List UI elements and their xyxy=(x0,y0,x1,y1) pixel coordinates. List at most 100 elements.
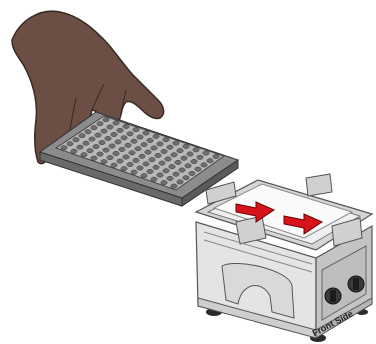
plate-well xyxy=(83,141,89,145)
plate-well xyxy=(183,176,189,180)
plate-well xyxy=(91,156,97,160)
plate-well xyxy=(195,167,201,171)
plate-well xyxy=(115,140,121,144)
plate-well xyxy=(133,158,139,162)
plate-well xyxy=(123,124,129,128)
plate-well xyxy=(173,172,179,176)
plate-well xyxy=(137,135,143,139)
plate-well xyxy=(201,163,207,167)
plate-well xyxy=(97,152,103,156)
plate-well xyxy=(111,132,117,136)
plate-well xyxy=(107,155,113,159)
plate-well xyxy=(191,159,197,163)
plate-well xyxy=(143,162,149,166)
plate-well xyxy=(105,136,111,140)
plate-well xyxy=(147,138,153,142)
plate-well xyxy=(81,153,87,157)
knob-icon[interactable] xyxy=(325,288,341,304)
plate-well xyxy=(73,138,79,142)
plate-well xyxy=(159,161,165,165)
plate-well xyxy=(207,159,213,163)
plate-well xyxy=(151,177,157,181)
plate-well xyxy=(109,144,115,148)
plate-well xyxy=(107,125,113,129)
plate-well xyxy=(137,166,143,170)
plate-well xyxy=(171,184,177,188)
plate-well xyxy=(67,142,73,146)
plate-well xyxy=(71,149,77,153)
plate-well xyxy=(169,164,175,168)
plate-well xyxy=(93,144,99,148)
plate-well xyxy=(177,148,183,152)
plate-well xyxy=(103,118,109,122)
plate-well xyxy=(181,156,187,160)
plate-well xyxy=(123,155,129,159)
plate-well xyxy=(125,143,131,147)
plate-well xyxy=(117,128,123,132)
plate-well xyxy=(141,174,147,178)
plate-well xyxy=(121,136,127,140)
plate-well xyxy=(99,140,105,144)
plate-well xyxy=(131,139,137,143)
plate-well xyxy=(175,160,181,164)
plate-well xyxy=(213,154,219,158)
plate-well xyxy=(149,158,155,162)
plate-well xyxy=(161,180,167,184)
plate-well xyxy=(85,130,91,134)
plate-well xyxy=(89,137,95,141)
plate-well xyxy=(197,155,203,159)
plate-well xyxy=(111,163,117,167)
plate-well xyxy=(157,173,163,177)
plate-well xyxy=(121,167,127,171)
plate-well xyxy=(151,146,157,150)
plate-well xyxy=(119,147,125,151)
plate-clamp xyxy=(306,174,332,196)
plate-well xyxy=(161,149,167,153)
plate-well xyxy=(177,180,183,184)
plate-well xyxy=(127,162,133,166)
plate-well xyxy=(187,152,193,156)
plate-well xyxy=(113,121,119,125)
plate-well xyxy=(155,153,161,157)
plate-well xyxy=(179,168,185,172)
plate-well xyxy=(153,134,159,138)
plate-well xyxy=(173,141,179,145)
plate-well xyxy=(147,169,153,173)
plate-well xyxy=(193,148,199,152)
plate-well xyxy=(87,149,93,153)
plate-well xyxy=(183,144,189,148)
plate-well xyxy=(101,129,107,133)
plate-well xyxy=(77,145,83,149)
plate-well xyxy=(131,170,137,174)
plate-well xyxy=(139,154,145,158)
plate-well xyxy=(127,132,133,136)
plate-well xyxy=(101,160,107,164)
plate-well xyxy=(167,176,173,180)
plate-well xyxy=(91,126,97,130)
plate-well xyxy=(185,164,191,168)
plate-well xyxy=(163,138,169,142)
plate-well xyxy=(153,165,159,169)
plate-well xyxy=(145,150,151,154)
plate-well xyxy=(163,169,169,173)
plate-well xyxy=(157,142,163,146)
plate-well xyxy=(133,128,139,132)
plate-well xyxy=(171,153,177,157)
plate-well xyxy=(95,133,101,137)
plate-well xyxy=(141,142,147,146)
plate-well xyxy=(61,146,67,150)
plate-well xyxy=(113,151,119,155)
plate-well xyxy=(103,148,109,152)
plate-well xyxy=(117,159,123,163)
plate-well xyxy=(79,134,85,138)
plate-shaker-device: Front Side xyxy=(196,174,372,342)
plate-well xyxy=(97,122,103,126)
plate-well xyxy=(165,157,171,161)
plate-well xyxy=(203,151,209,155)
plate-well xyxy=(135,147,141,151)
knob-icon[interactable] xyxy=(348,276,364,292)
plate-well xyxy=(143,131,149,135)
plate-well xyxy=(129,151,135,155)
plate-well xyxy=(167,145,173,149)
